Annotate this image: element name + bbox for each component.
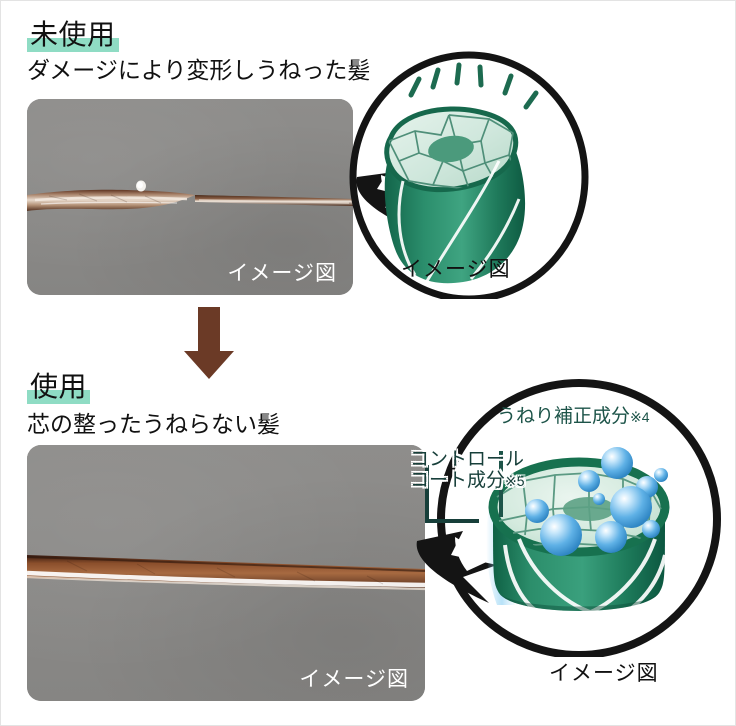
down-arrow <box>181 307 237 381</box>
ingredient-label-control-line2-wrap: コート成分※5 <box>410 469 525 492</box>
section-badge-after-text: 使用 <box>27 371 91 404</box>
ingredient-label-uneri-note: ※4 <box>630 409 650 425</box>
hair-strand-smooth <box>27 445 425 701</box>
ingredient-label-control-note: ※5 <box>505 472 525 489</box>
circle-caption-after: イメージ図 <box>549 662 659 685</box>
section-badge-before: 未使用 <box>27 19 119 52</box>
ingredient-label-control-line2: コート成分 <box>410 469 506 491</box>
ingredient-label-control: コントロール コート成分※5 <box>410 449 525 492</box>
section-badge-before-text: 未使用 <box>27 19 119 52</box>
ingredient-droplets <box>525 447 668 556</box>
photo-caption-before: イメージ図 <box>227 262 337 285</box>
circle-caption-before: イメージ図 <box>401 258 511 281</box>
ingredient-label-uneri: うねり補正成分※4 <box>497 406 650 428</box>
section-subtitle-before: ダメージにより変形しうねった髪 <box>27 57 371 83</box>
sparkle-ticks <box>408 62 539 110</box>
photo-panel-after: イメージ図 <box>27 445 425 701</box>
callout-bubble-before <box>323 49 593 303</box>
photo-caption-after: イメージ図 <box>299 668 409 691</box>
section-badge-after: 使用 <box>27 371 91 404</box>
ingredient-leader-lines <box>425 451 503 523</box>
callout-bubble-after <box>393 379 723 659</box>
photo-panel-before: イメージ図 <box>27 99 353 295</box>
ingredient-label-control-line1: コントロール <box>410 449 525 470</box>
section-subtitle-after: 芯の整ったうねらない髪 <box>27 411 280 437</box>
ingredient-label-uneri-text: うねり補正成分 <box>497 406 631 427</box>
hair-strand-damaged <box>27 99 353 295</box>
